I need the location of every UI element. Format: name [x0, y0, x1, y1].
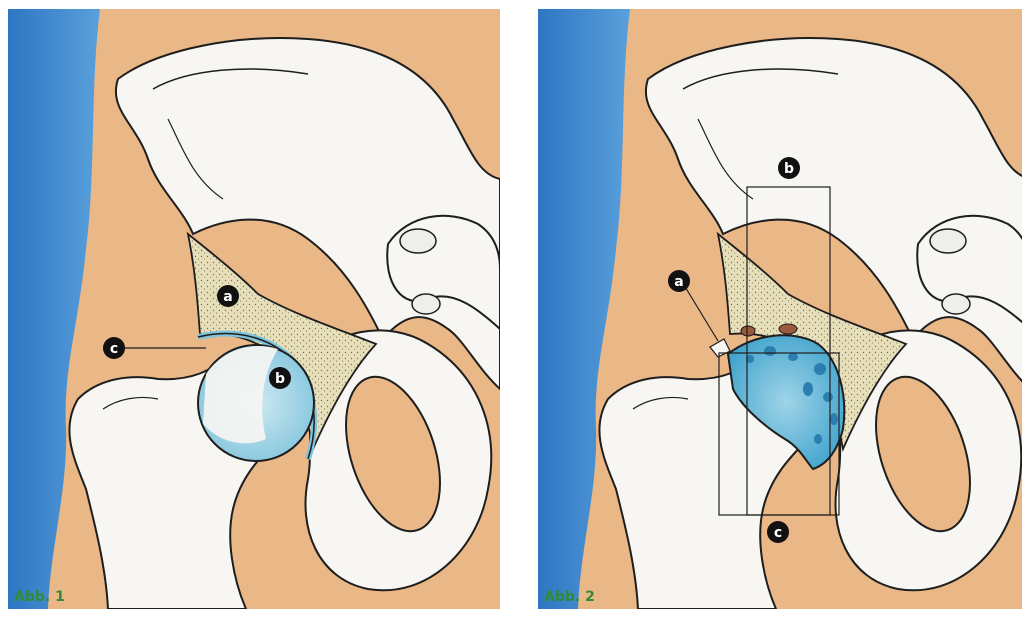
marker-b: b	[269, 367, 291, 389]
healthy-hip-illustration: a b c	[8, 9, 500, 609]
marker-c: c	[767, 521, 789, 543]
figure-label-2: Abb. 2	[544, 589, 595, 605]
svg-text:c: c	[774, 525, 782, 541]
figure-arthritic-hip: a b c Abb. 2	[538, 9, 1022, 609]
marker-a: a	[217, 285, 239, 307]
svg-text:b: b	[275, 371, 285, 387]
svg-text:a: a	[223, 289, 232, 305]
figure-label-1: Abb. 1	[14, 589, 65, 605]
marker-c: c	[103, 337, 125, 359]
figure-healthy-hip: a b c Abb. 1	[8, 9, 500, 609]
marker-a: a	[668, 270, 690, 292]
svg-text:b: b	[784, 161, 794, 177]
svg-text:a: a	[674, 274, 683, 290]
svg-text:c: c	[110, 341, 118, 357]
arthritic-hip-illustration: a b c	[538, 9, 1022, 609]
marker-b: b	[778, 157, 800, 179]
